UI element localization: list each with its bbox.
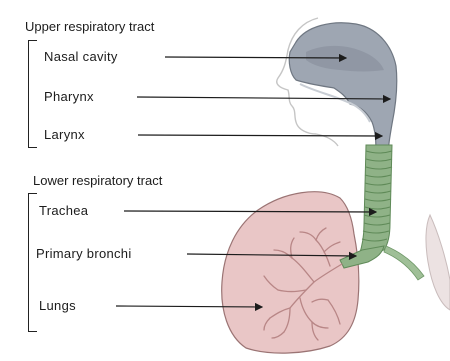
label-pharynx: Pharynx — [44, 90, 94, 103]
label-lungs: Lungs — [39, 299, 76, 312]
label-trachea: Trachea — [39, 204, 88, 217]
upper-tract-title: Upper respiratory tract — [25, 20, 154, 33]
label-nasal-cavity: Nasal cavity — [44, 50, 118, 63]
leader-larynx — [138, 135, 382, 136]
upper-tract-bracket — [28, 40, 37, 148]
right-bronchus — [384, 246, 424, 280]
left-lung — [222, 192, 359, 353]
right-lung-edge — [426, 215, 450, 310]
lower-tract-title: Lower respiratory tract — [33, 174, 162, 187]
label-primary-bronchi: Primary bronchi — [36, 247, 132, 260]
lower-tract-bracket — [28, 193, 37, 332]
label-larynx: Larynx — [44, 128, 85, 141]
